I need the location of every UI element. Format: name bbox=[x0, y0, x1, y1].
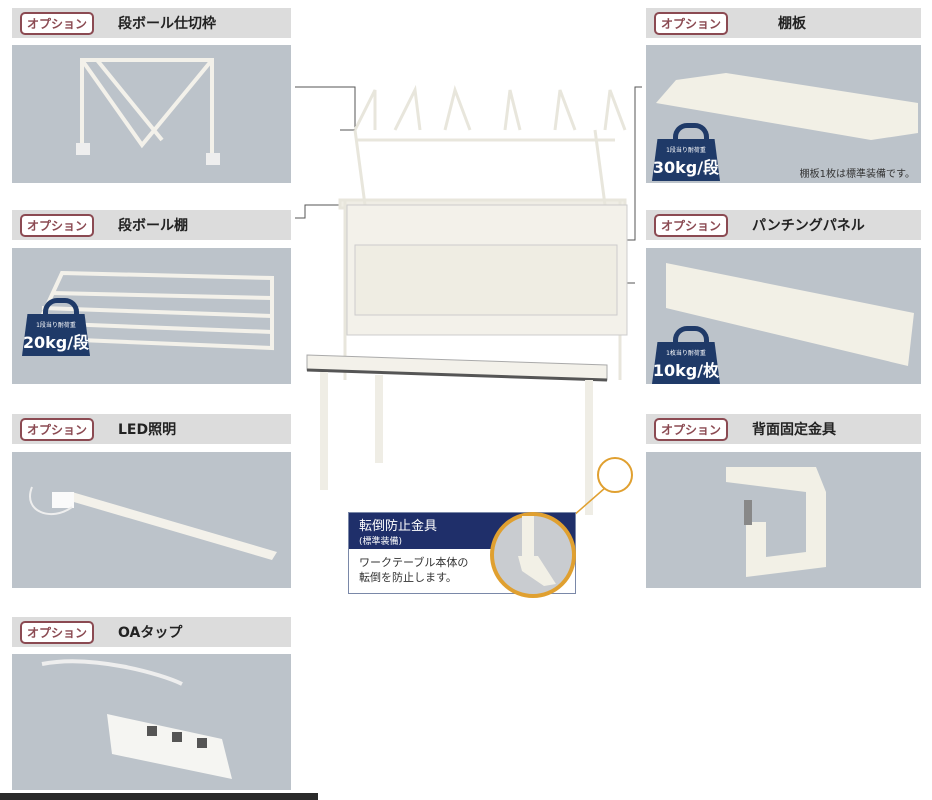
option-header-oa-tap: オプション OAタップ bbox=[12, 617, 291, 647]
shelf-board-illustration bbox=[656, 73, 918, 140]
bottom-bar bbox=[0, 793, 318, 800]
anti-tip-zoom-circle bbox=[490, 512, 576, 598]
option-badge: オプション bbox=[654, 213, 729, 237]
power-strip-illustration bbox=[41, 659, 232, 779]
option-header-back-bracket: オプション 背面固定金具 bbox=[646, 414, 921, 444]
option-title: 背面固定金具 bbox=[752, 422, 837, 438]
option-title: 段ボール仕切枠 bbox=[118, 16, 217, 32]
option-title: OAタップ bbox=[118, 625, 183, 641]
option-title: 段ボール棚 bbox=[118, 218, 189, 234]
oa-tap-image bbox=[12, 654, 291, 790]
led-image bbox=[12, 452, 291, 588]
option-badge: オプション bbox=[20, 620, 95, 644]
option-title: LED照明 bbox=[118, 422, 177, 438]
weight-handle-icon bbox=[673, 326, 709, 347]
option-header-shelf: オプション 段ボール棚 bbox=[12, 210, 291, 240]
anti-tip-bracket-illustration bbox=[518, 516, 556, 586]
weight-handle-icon bbox=[43, 298, 79, 319]
option-title: 棚板 bbox=[778, 16, 807, 32]
standard-note: 棚板1枚は標準装備です。 bbox=[799, 169, 915, 180]
option-badge: オプション bbox=[20, 417, 95, 441]
option-header-shelf-board: オプション 棚板 bbox=[646, 8, 921, 38]
option-header-led: オプション LED照明 bbox=[12, 414, 291, 444]
option-header-dividers: オプション 段ボール仕切枠 bbox=[12, 8, 291, 38]
option-badge: オプション bbox=[20, 11, 95, 35]
option-badge: オプション bbox=[20, 213, 95, 237]
option-badge: オプション bbox=[654, 11, 729, 35]
option-title: パンチングパネル bbox=[752, 218, 865, 234]
dividers-illustration bbox=[76, 58, 220, 165]
callout-title: 転倒防止金具 bbox=[359, 519, 438, 534]
back-bracket-image bbox=[646, 452, 921, 588]
punching-panel-illustration bbox=[666, 263, 914, 366]
callout-subtitle: (標準装備) bbox=[359, 537, 403, 547]
weight-handle-icon bbox=[673, 123, 709, 144]
callout-body: ワークテーブル本体の bbox=[359, 556, 469, 569]
led-illustration bbox=[29, 486, 277, 560]
option-header-punching-panel: オプション パンチングパネル bbox=[646, 210, 921, 240]
option-badge: オプション bbox=[654, 417, 729, 441]
workbench-illustration bbox=[295, 84, 642, 520]
dividers-image bbox=[12, 45, 291, 183]
callout-body: 転倒を防止します。 bbox=[359, 571, 457, 584]
bracket-illustration bbox=[726, 467, 826, 577]
